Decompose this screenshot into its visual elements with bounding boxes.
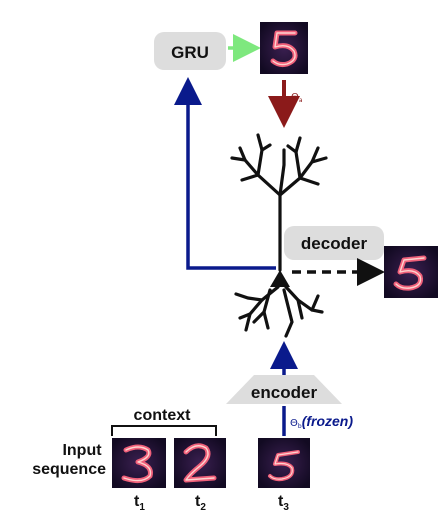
theta-b-label: Θb(frozen) [290, 413, 353, 430]
decoder-label: decoder [301, 234, 368, 253]
feedback-path-to-gru [174, 77, 276, 270]
gru-label: GRU [171, 43, 209, 62]
decoder-output-digit-image [384, 246, 438, 298]
apical-dendrite-tree [230, 133, 328, 272]
time-label-t3: t3 [278, 493, 289, 513]
encoder-label: encoder [251, 383, 318, 402]
input-digit-t1-image [112, 438, 166, 488]
time-label-t2: t2 [195, 493, 206, 513]
gru-output-digit-image [260, 22, 308, 74]
input-digit-t3-image [258, 438, 310, 488]
context-bracket [111, 425, 217, 436]
decoder-box: decoder [284, 226, 384, 260]
input-digit-t2-image [174, 438, 226, 488]
time-label-t1: t1 [134, 493, 145, 513]
basal-dendrite-tree [234, 285, 324, 338]
encoder-box: encoder [226, 375, 342, 404]
input-sequence-label: Input sequence [32, 442, 106, 478]
soma [270, 270, 290, 287]
context-label: context [134, 407, 192, 424]
gru-box: GRU [154, 32, 226, 70]
theta-a-label: Θa [291, 92, 303, 104]
